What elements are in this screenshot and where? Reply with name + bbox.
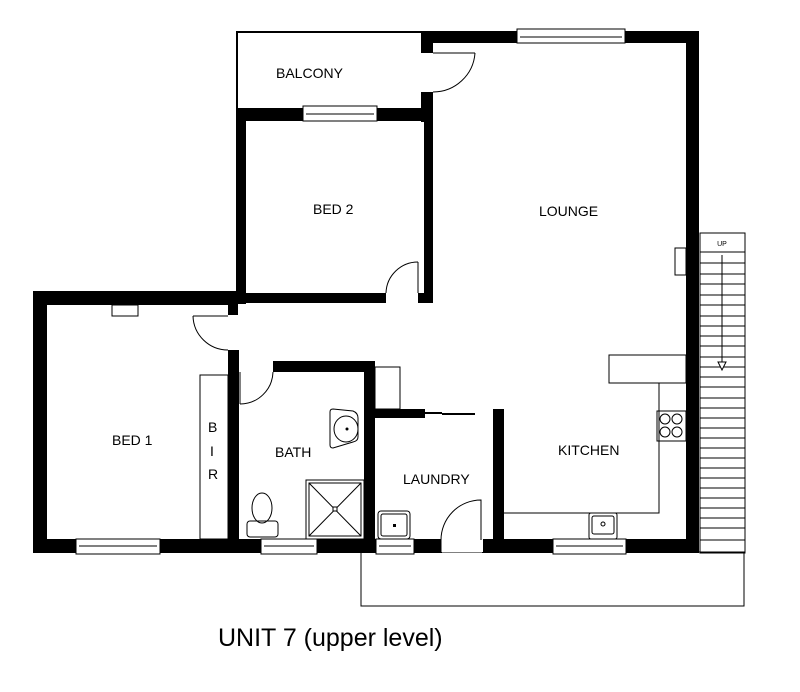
cooktop-icon [656,410,687,442]
room-label-balcony: BALCONY [276,65,344,81]
bed1-vent [111,304,139,317]
plan-title: UNIT 7 (upper level) [218,624,443,652]
room-label-lounge: LOUNGE [539,203,598,219]
lounge-vent [674,247,687,276]
bath-fixtures [246,408,365,540]
room-label-bir-r: R [208,466,218,482]
hall-cupboard [374,366,401,410]
arrow-down-icon [717,361,727,372]
shower-icon [305,479,365,540]
room-label-bir-b: B [208,419,217,435]
kitchen-benches [504,354,687,540]
deck-outline [360,551,745,607]
room-label-bir-i: I [210,443,214,459]
staircase: UP [699,232,746,554]
toilet-icon [251,492,273,524]
kitchen-sink-icon [588,512,618,540]
room-label-bed1: BED 1 [112,432,153,448]
room-label-laundry: LAUNDRY [403,471,470,487]
basin-icon [333,415,359,443]
room-label-bed2: BED 2 [313,201,354,217]
stairs-up-label: UP [717,241,727,248]
walls [33,31,699,553]
room-label-kitchen: KITCHEN [558,442,619,458]
laundry-tub [377,510,411,540]
room-label-bath: BATH [275,444,311,460]
sliding-door [425,412,475,415]
windows [75,28,627,555]
built-in-robe [199,374,229,540]
doors [192,52,483,552]
